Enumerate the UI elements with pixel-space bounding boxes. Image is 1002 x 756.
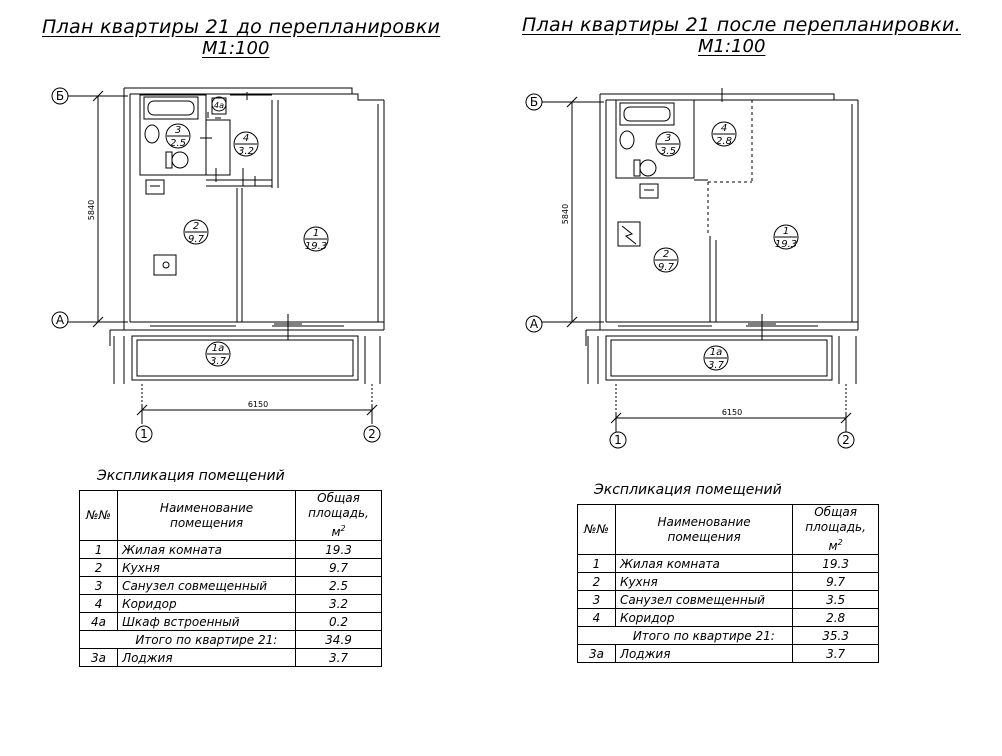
table-row: 1 Жилая комната 19.3 — [78, 540, 382, 559]
before-dim-width: 6150 — [248, 400, 268, 409]
header-area: Общая площадь, м2 — [792, 504, 879, 555]
after-room-1-area: 19.3 — [775, 239, 797, 250]
table-row: 4 Коридор 3.2 — [78, 594, 382, 613]
table-row: 1 Жилая комната 19.3 — [577, 554, 879, 573]
svg-text:1: 1 — [614, 433, 622, 447]
after-room-3-num: 3 — [665, 133, 671, 144]
svg-text:1: 1 — [140, 427, 148, 441]
after-axis-b: Б — [525, 93, 543, 111]
after-axis-a: А — [525, 315, 543, 333]
before-floor-plan — [68, 87, 385, 424]
svg-text:2: 2 — [842, 433, 850, 447]
svg-text:Б: Б — [56, 89, 64, 103]
after-axis-1: 1 — [609, 431, 627, 449]
table-header-row: №№ Наименование помещения Общая площадь,… — [78, 490, 382, 541]
before-room-2-area: 9.7 — [188, 234, 205, 245]
before-room-2-num: 2 — [193, 221, 199, 232]
after-room-markers: 1 19.3 2 9.7 3 3.5 4 2.8 1а 3.7 — [653, 121, 799, 371]
table-row: 4а Шкаф встроенный 0.2 — [78, 612, 382, 631]
after-explication-title: Экспликация помещений — [594, 482, 782, 498]
before-room-4a-num: 4а — [214, 101, 224, 110]
table-total-row: Итого по квартире 21: 34.9 — [78, 630, 382, 649]
before-axis-1: 1 — [135, 425, 153, 443]
table-row: 4 Коридор 2.8 — [577, 608, 879, 627]
after-room-4-area: 2.8 — [716, 136, 732, 147]
after-dim-width: 6150 — [722, 408, 742, 417]
after-explication-table: №№ Наименование помещения Общая площадь,… — [577, 504, 879, 663]
before-room-4a-marker: 4а — [211, 96, 227, 112]
svg-text:2: 2 — [368, 427, 376, 441]
after-room-4-num: 4 — [721, 123, 727, 134]
before-dim-height: 5840 — [87, 200, 96, 220]
svg-text:А: А — [530, 317, 539, 331]
before-room-markers: 1 19.3 2 9.7 3 2.5 4 3.2 4а 1а — [165, 96, 329, 367]
after-room-2-area: 9.7 — [658, 262, 675, 273]
after-room-1-marker: 1 19.3 — [773, 224, 799, 250]
header-name: Наименование помещения — [614, 504, 794, 555]
before-room-1-num: 1 — [313, 228, 319, 239]
header-num: №№ — [577, 504, 616, 555]
table-row: 3 Санузел совмещенный 3.5 — [577, 590, 879, 609]
after-plan-scale: М1:100 — [698, 36, 766, 57]
table-row: 2 Кухня 9.7 — [78, 558, 382, 577]
before-axis-2: 2 — [363, 425, 381, 443]
svg-text:Б: Б — [530, 95, 538, 109]
after-room-3-marker: 3 3.5 — [655, 131, 681, 157]
after-room-1-num: 1 — [783, 226, 789, 237]
before-axis-b: Б — [51, 87, 69, 105]
after-floor-plan — [542, 88, 859, 432]
before-room-4-num: 4 — [243, 133, 249, 144]
svg-text:А: А — [56, 313, 65, 327]
before-axis-a: А — [51, 311, 69, 329]
after-room-2-marker: 2 9.7 — [653, 247, 679, 273]
after-dim-height: 5840 — [561, 204, 570, 224]
table-header-row: №№ Наименование помещения Общая площадь,… — [577, 504, 879, 555]
after-room-3-area: 3.5 — [660, 146, 676, 157]
table-row: 3 Санузел совмещенный 2.5 — [78, 576, 382, 595]
table-row: 2 Кухня 9.7 — [577, 572, 879, 591]
after-room-2-num: 2 — [663, 249, 669, 260]
after-room-4-marker: 4 2.8 — [711, 121, 737, 147]
before-plan-title: План квартиры 21 до перепланировки — [42, 16, 441, 38]
header-area: Общая площадь, м2 — [295, 490, 382, 541]
floor-plans: 1 19.3 2 9.7 3 2.5 4 3.2 4а 1а — [51, 87, 859, 449]
before-explication-title: Экспликация помещений — [97, 468, 285, 484]
header-name: Наименование помещения — [117, 490, 297, 541]
table-row: 3а Лоджия 3.7 — [577, 644, 879, 663]
header-num: №№ — [78, 490, 119, 541]
before-explication-table: №№ Наименование помещения Общая площадь,… — [78, 490, 382, 667]
before-room-3-area: 2.5 — [170, 138, 186, 149]
table-total-row: Итого по квартире 21: 35.3 — [577, 626, 879, 645]
before-room-4-area: 3.2 — [238, 146, 254, 157]
before-room-1-area: 19.3 — [305, 241, 327, 252]
before-room-4-marker: 4 3.2 — [233, 131, 259, 157]
before-room-3-num: 3 — [175, 125, 181, 136]
before-room-1-marker: 1 19.3 — [303, 226, 329, 252]
after-plan-title: План квартиры 21 после перепланировки. — [522, 14, 962, 36]
after-axis-2: 2 — [837, 431, 855, 449]
table-row: 3а Лоджия 3.7 — [78, 648, 382, 667]
after-room-1a-marker: 1а 3.7 — [703, 345, 729, 371]
before-room-2-marker: 2 9.7 — [183, 219, 209, 245]
before-room-1a-area: 3.7 — [210, 356, 227, 367]
after-room-1a-area: 3.7 — [708, 360, 725, 371]
before-room-1a-num: 1а — [212, 343, 225, 354]
before-room-1a-marker: 1а 3.7 — [205, 341, 231, 367]
after-room-1a-num: 1а — [710, 347, 723, 358]
before-plan-scale: М1:100 — [202, 38, 270, 59]
before-room-3-marker: 3 2.5 — [165, 123, 191, 149]
